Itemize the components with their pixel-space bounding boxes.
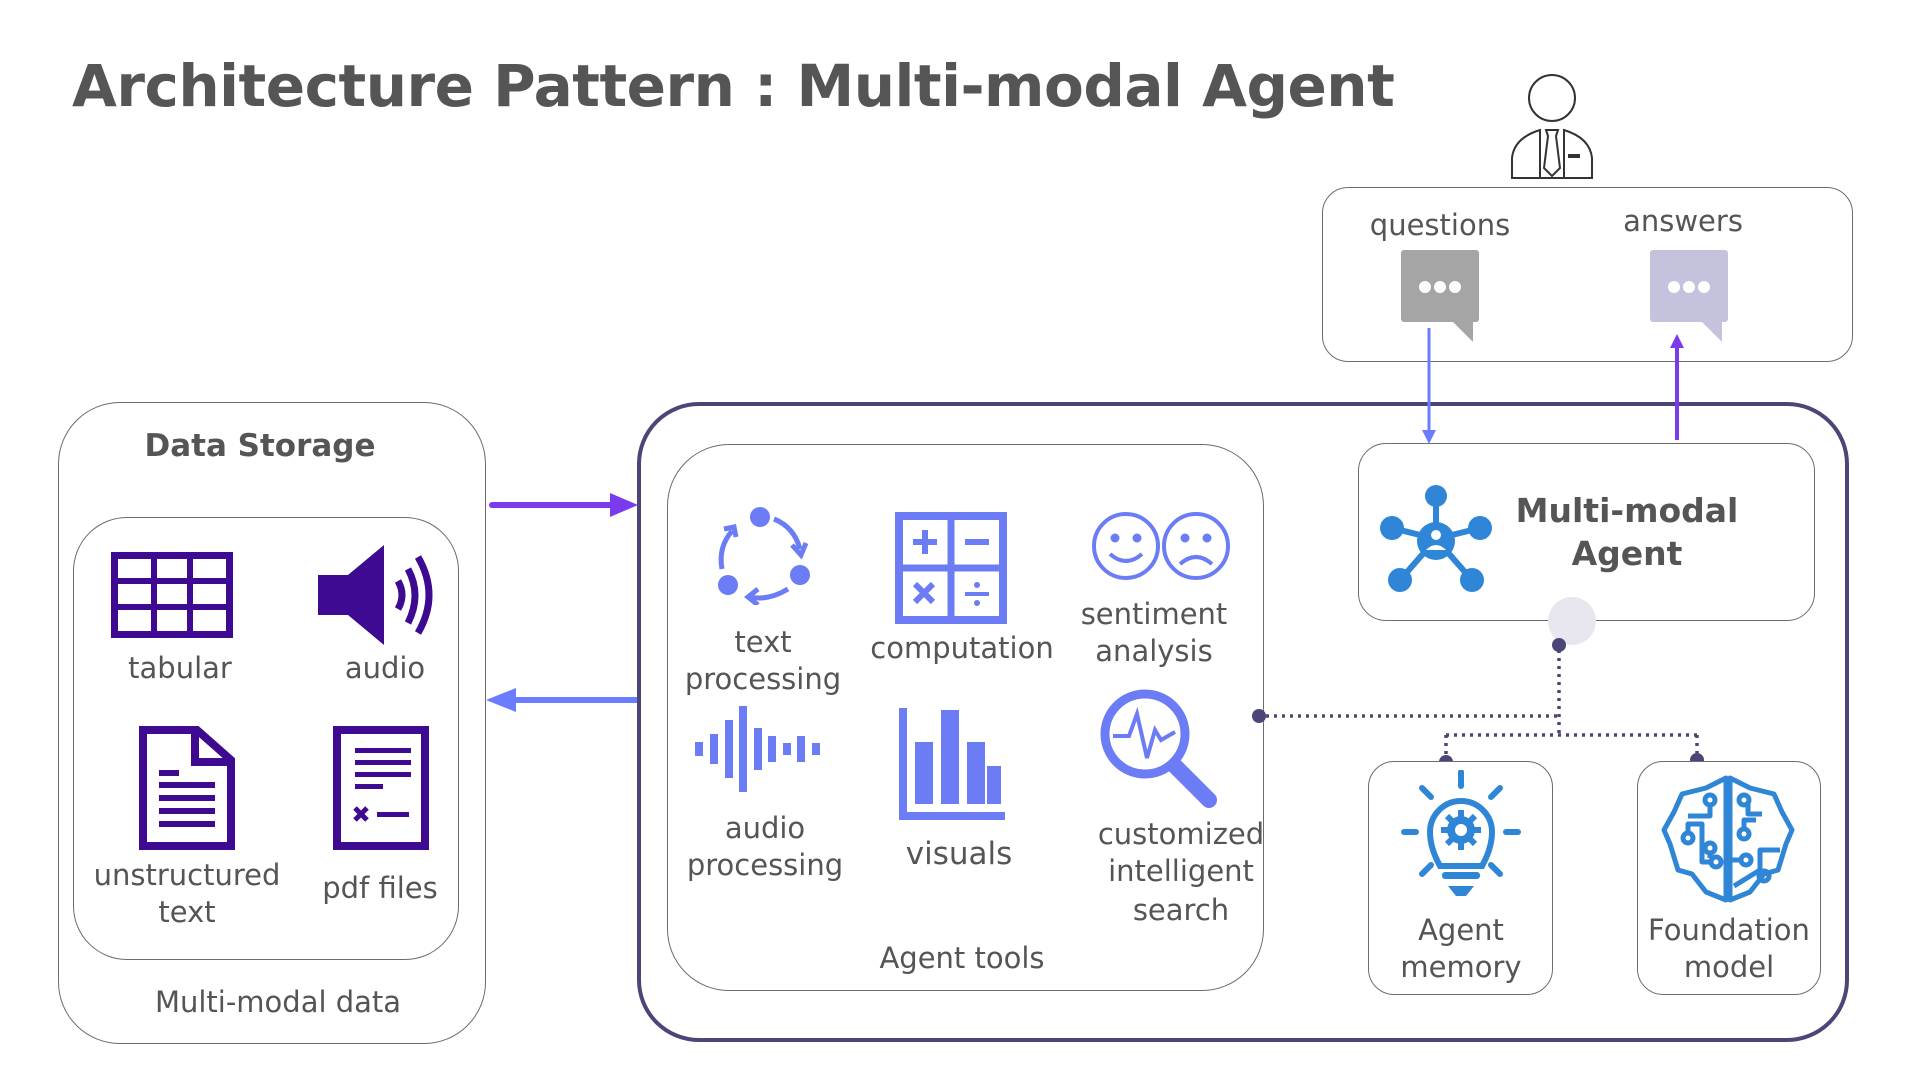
agent-title-line1: Multi-modal xyxy=(1515,491,1739,530)
audio-label: audio xyxy=(344,651,426,685)
sentiment-analysis-label-line2: analysis xyxy=(1095,634,1213,668)
questions-label: questions xyxy=(1369,208,1511,242)
page-title: Architecture Pattern : Multi-modal Agent xyxy=(72,52,1395,120)
answers-label: answers xyxy=(1623,204,1743,238)
form-icon xyxy=(333,726,429,850)
search-pulse-icon xyxy=(1097,686,1219,812)
multi-modal-data-label: Multi-modal data xyxy=(154,985,402,1019)
smiley-faces-icon xyxy=(1088,508,1234,584)
tabular-label: tabular xyxy=(128,651,232,685)
audio-processing-label-line1: audio xyxy=(724,811,806,845)
brain-circuit-icon xyxy=(1660,774,1796,904)
unstructured-text-label-line2: text xyxy=(158,895,216,929)
foundation-model-label-line1: Foundation xyxy=(1648,913,1810,947)
document-icon xyxy=(139,726,235,850)
data-storage-title: Data Storage xyxy=(144,428,376,464)
agent-system-frame xyxy=(637,402,1849,1042)
agent-memory-label-line1: Agent xyxy=(1418,913,1504,947)
multi-modal-data-group xyxy=(73,517,459,960)
lightbulb-gear-icon xyxy=(1400,770,1522,898)
unstructured-text-label-line1: unstructured xyxy=(93,858,281,892)
customized-search-label-line1: customized xyxy=(1097,817,1265,851)
computation-label: computation xyxy=(870,631,1054,665)
answer-bubble-icon[interactable] xyxy=(1650,250,1728,342)
sentiment-analysis-label-line1: sentiment xyxy=(1080,597,1228,631)
agent-memory-label-line2: memory xyxy=(1400,950,1522,984)
person-icon xyxy=(1500,72,1604,182)
agent-tools-label: Agent tools xyxy=(879,941,1045,975)
calculator-icon xyxy=(895,512,1007,624)
pdf-files-label: pdf files xyxy=(322,871,438,905)
agent-connector-port xyxy=(1548,597,1596,645)
waveform-icon xyxy=(695,706,825,794)
speaker-icon xyxy=(318,543,446,647)
visuals-label: visuals xyxy=(905,836,1013,872)
cycle-icon xyxy=(714,505,814,605)
table-icon xyxy=(111,552,233,638)
arrow-to-agent xyxy=(486,490,642,720)
tools-connector-dot xyxy=(1252,709,1266,723)
foundation-model-label-line2: model xyxy=(1683,950,1775,984)
text-processing-label-line2: processing xyxy=(684,662,842,696)
network-hub-icon xyxy=(1378,484,1496,594)
customized-search-label-line2: intelligent xyxy=(1108,854,1254,888)
agent-title-line2: Agent xyxy=(1571,534,1683,573)
question-bubble-icon[interactable] xyxy=(1401,250,1479,342)
bar-chart-icon xyxy=(899,708,1005,820)
audio-processing-label-line2: processing xyxy=(686,848,844,882)
customized-search-label-line3: search xyxy=(1132,893,1230,927)
text-processing-label-line1: text xyxy=(734,625,792,659)
